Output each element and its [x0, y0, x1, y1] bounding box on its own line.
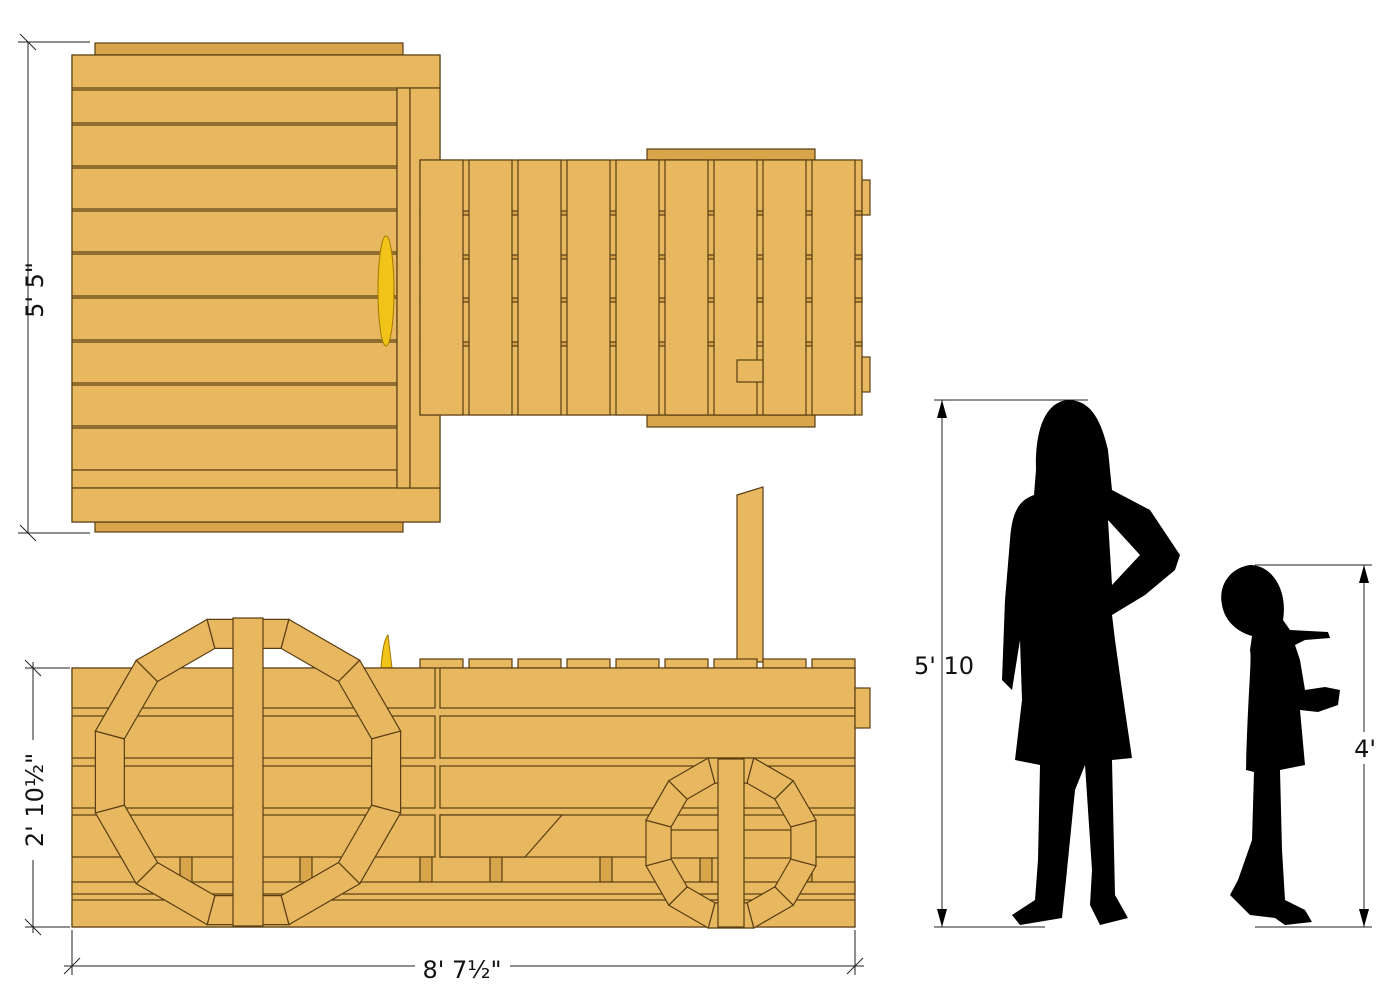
slat	[566, 159, 611, 416]
plank	[71, 167, 398, 210]
slat	[811, 159, 856, 416]
wheel-spoke	[232, 617, 264, 927]
depth-label: 5' 5"	[21, 262, 49, 318]
plank	[71, 427, 398, 471]
slat	[713, 159, 758, 416]
top-view	[71, 42, 871, 533]
plank	[71, 89, 398, 124]
wheel-segment	[645, 819, 672, 867]
wheel-segment	[790, 819, 817, 867]
slat	[517, 159, 562, 416]
slat	[664, 159, 709, 416]
big-rear-wheel	[94, 617, 402, 927]
steering-wheel	[377, 235, 395, 347]
wheel-segment	[94, 730, 125, 814]
plank	[71, 253, 398, 297]
adult-silhouette	[1002, 400, 1180, 925]
wheel-spoke	[717, 758, 745, 928]
slat	[419, 159, 464, 416]
plank	[71, 341, 398, 384]
side-view	[71, 486, 871, 929]
plank	[71, 124, 398, 167]
board	[71, 469, 398, 489]
slat	[468, 159, 513, 416]
side-board	[439, 715, 856, 759]
height-label: 2' 10½"	[21, 753, 49, 847]
board	[71, 487, 441, 523]
child-silhouette	[1221, 565, 1340, 925]
length-label: 8' 7½"	[422, 956, 501, 984]
post	[699, 856, 713, 883]
plank	[71, 384, 398, 427]
slat	[762, 159, 807, 416]
side-board	[439, 667, 856, 709]
plank	[71, 297, 398, 341]
plank	[71, 210, 398, 253]
adult-height-label: 5' 10	[914, 652, 974, 680]
child-height-label: 4'	[1354, 735, 1376, 763]
small-front-wheel	[645, 757, 817, 929]
post	[489, 856, 503, 883]
post	[599, 856, 613, 883]
wheel-segment	[371, 730, 402, 814]
slat	[615, 159, 660, 416]
post	[419, 856, 433, 883]
board	[71, 54, 441, 89]
